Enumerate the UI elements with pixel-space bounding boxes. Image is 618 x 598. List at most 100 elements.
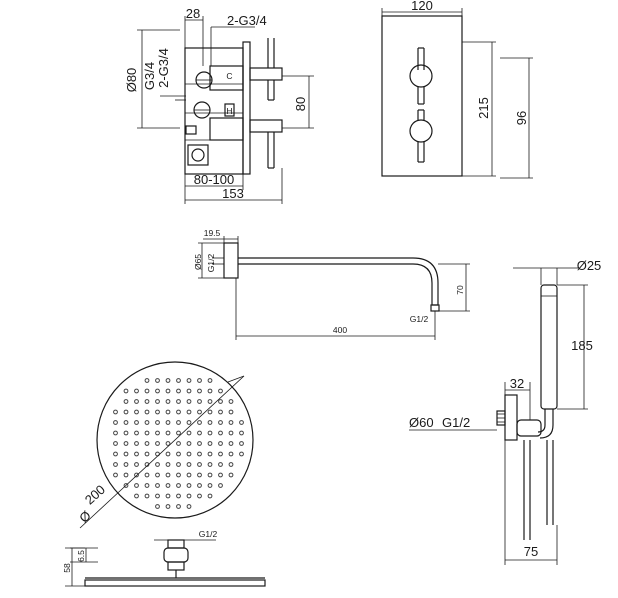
nozzle-hole: [165, 472, 171, 478]
nozzle-hole: [165, 378, 171, 383]
arm-tube-top: [238, 257, 439, 305]
nozzle-hole: [186, 399, 192, 404]
dim-flange-diameter: Ø65: [193, 254, 203, 270]
dim-head-height: 58: [62, 563, 72, 573]
nozzle-hole: [144, 409, 150, 415]
nozzle-hole: [176, 409, 181, 415]
shower-head-view: 200 Ø G1/2 6.5 58: [62, 361, 266, 587]
nozzle-hole: [155, 378, 160, 383]
nozzle-hole: [186, 441, 192, 446]
shower-head-face: [96, 361, 254, 519]
nozzle-hole: [186, 483, 192, 488]
nozzle-hole: [207, 483, 213, 488]
head-ball-joint: [163, 547, 189, 563]
nozzle-hole: [123, 420, 129, 425]
nozzle-hole: [218, 462, 223, 467]
nozzle-hole: [155, 504, 160, 509]
nozzle-hole: [144, 420, 150, 425]
valve-side-view: H C 28 2-G3/4 Ø80 G3/4 2-G3/4: [124, 6, 314, 204]
nozzle-hole: [176, 378, 181, 383]
nozzle-hole: [144, 483, 150, 488]
nozzle-hole: [176, 441, 181, 446]
handset-neck: [537, 409, 546, 433]
shower-arm-view: 19.5 Ø65 G1/2 70 G1/2 400: [193, 228, 470, 340]
nozzle-hole: [165, 388, 171, 394]
nozzle-hole: [207, 451, 213, 457]
dim-flange-depth: 19.5: [204, 228, 221, 238]
nozzle-hole: [123, 462, 129, 467]
nozzle-hole: [155, 441, 160, 446]
nozzle-hole: [155, 399, 160, 404]
nozzle-hole: [176, 483, 181, 488]
upper-spindle: [249, 67, 283, 81]
dim-handset-length: 185: [571, 338, 593, 353]
nozzle-hole: [155, 483, 160, 488]
dim-plate-width: 120: [411, 0, 433, 13]
dim-valve-total: 153: [222, 186, 244, 201]
dim-handle-spacing: 96: [514, 111, 529, 125]
nozzle-hole: [197, 388, 202, 394]
nozzle-hole: [186, 378, 192, 383]
nozzle-hole: [197, 409, 202, 415]
nozzle-hole: [218, 409, 223, 415]
nozzle-hole: [113, 462, 118, 467]
nozzle-hole: [155, 472, 160, 478]
nozzle-hole: [123, 388, 129, 394]
nozzle-hole: [144, 388, 150, 394]
nozzle-hole: [176, 420, 181, 425]
hand-bracket-plate: [504, 394, 518, 441]
nozzle-hole: [144, 472, 150, 478]
nozzle-hole: [197, 462, 202, 467]
nozzle-hole: [155, 420, 160, 425]
nozzle-hole: [186, 430, 192, 436]
valve-wall-plate: [242, 41, 251, 175]
nozzle-hole: [207, 409, 213, 415]
hand-shower-view: Ø25 185 32 Ø60 G1/2 75: [409, 258, 601, 565]
dim-head-neck: 6.5: [76, 550, 86, 562]
nozzle-hole: [144, 430, 150, 436]
nozzle-hole: [228, 441, 234, 446]
nozzle-hole: [176, 430, 181, 436]
nozzle-hole: [207, 472, 213, 478]
nozzle-hole: [186, 451, 192, 457]
nozzle-hole: [144, 493, 150, 499]
dim-valve-outlets: 2-G3/4: [227, 13, 267, 28]
nozzle-hole: [197, 483, 202, 488]
nozzle-hole: [134, 399, 139, 404]
nozzle-hole: [165, 441, 171, 446]
arm-tube-bottom: [238, 263, 433, 305]
dim-arm-outlet: G1/2: [410, 314, 429, 324]
nozzle-hole: [197, 378, 202, 383]
nozzle-hole: [123, 409, 129, 415]
nozzle-hole: [228, 430, 234, 436]
nozzle-hole: [207, 378, 213, 383]
nozzle-hole: [228, 409, 234, 415]
nozzle-hole: [155, 388, 160, 394]
nozzle-hole: [155, 462, 160, 467]
nozzle-hole: [186, 388, 192, 394]
nozzle-hole: [218, 420, 223, 425]
nozzle-hole: [176, 472, 181, 478]
dim-valve-depth: 28: [186, 6, 200, 21]
nozzle-hole: [218, 388, 223, 394]
nozzle-hole: [113, 420, 118, 425]
nozzle-hole: [134, 430, 139, 436]
dim-arm-length: 400: [333, 325, 347, 335]
nozzle-hole: [134, 441, 139, 446]
nozzle-hole: [165, 493, 171, 499]
hot-mark: H: [226, 106, 232, 116]
nozzle-hole: [186, 493, 192, 499]
lower-handle-knob: [409, 119, 433, 143]
nozzle-hole: [197, 451, 202, 457]
dim-valve-inlet-2: 2-G3/4: [156, 48, 171, 88]
nozzle-hole: [207, 441, 213, 446]
dim-valve-inlet: G3/4: [142, 62, 157, 90]
nozzle-hole: [155, 409, 160, 415]
nozzle-hole: [176, 399, 181, 404]
nozzle-hole: [144, 378, 150, 383]
nozzle-hole: [228, 420, 234, 425]
nozzle-hole: [113, 409, 118, 415]
nozzle-hole: [207, 399, 213, 404]
nozzle-hole: [123, 451, 129, 457]
nozzle-hole: [186, 472, 192, 478]
